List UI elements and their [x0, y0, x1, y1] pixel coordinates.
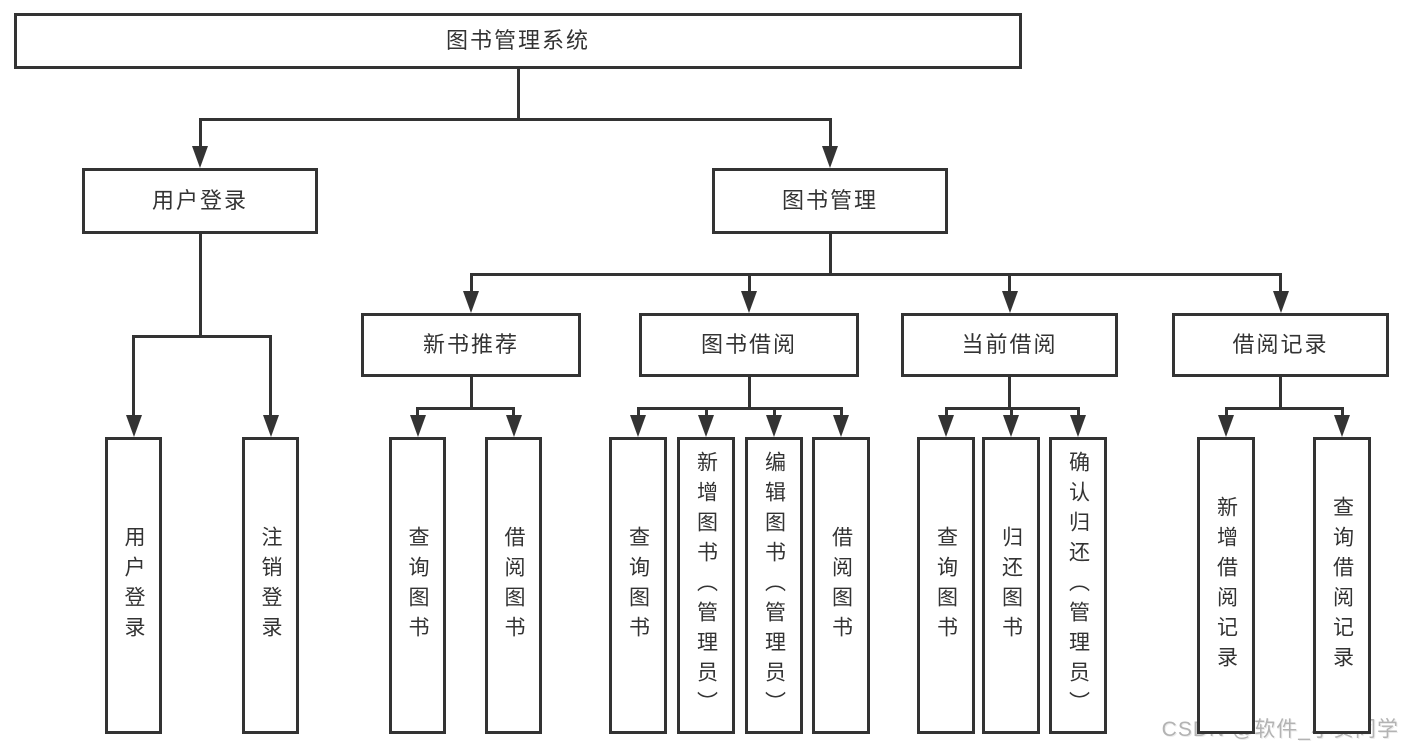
arrowhead-icon-book-borrow: [741, 291, 757, 313]
edge-bus-current-borrow: [944, 407, 1080, 410]
edge-trunk-book-mgmt: [828, 234, 832, 276]
node-v-logout: 注销登录: [242, 437, 299, 734]
edge-drop-v-user-login: [132, 338, 135, 419]
edge-trunk-user-login-group: [198, 234, 202, 338]
edge-drop-v-confirm-return: [1076, 410, 1080, 419]
node-v-confirm-return: 确认归还（管理员）: [1049, 437, 1107, 734]
node-v-query-book-2: 查询图书: [609, 437, 667, 734]
edge-drop-v-edit-book: [772, 410, 776, 419]
node-v-borrow-book-2: 借阅图书: [812, 437, 870, 734]
edge-bus-borrow-record: [1224, 407, 1344, 410]
edge-drop-v-borrow-book-1: [512, 410, 515, 419]
edge-bus-new-book-rec: [416, 407, 515, 410]
edge-drop-v-return-book: [1009, 410, 1013, 419]
edge-bus-book-mgmt: [469, 273, 1282, 276]
edge-trunk-new-book-rec: [469, 377, 473, 410]
edge-drop-v-add-borrow-record: [1224, 410, 1228, 419]
node-current-borrow: 当前借阅: [901, 313, 1118, 377]
arrowhead-icon-new-book-rec: [463, 291, 479, 313]
edge-bus-user-login-group: [132, 335, 272, 338]
arrowhead-icon-v-query-book-2: [630, 415, 646, 437]
arrowhead-icon-borrow-record: [1272, 291, 1289, 313]
edge-trunk-book-borrow: [747, 377, 751, 410]
node-v-borrow-book-1: 借阅图书: [485, 437, 542, 734]
node-user-login-group: 用户登录: [82, 168, 318, 234]
node-book-mgmt: 图书管理: [712, 168, 948, 234]
arrowhead-icon-v-query-book-3: [938, 415, 954, 437]
arrowhead-icon-v-query-book-1: [409, 415, 426, 437]
node-v-add-book: 新增图书（管理员）: [677, 437, 735, 734]
arrowhead-icon-v-add-book: [698, 415, 714, 437]
arrowhead-icon-v-edit-book: [766, 415, 782, 437]
node-book-borrow: 图书借阅: [639, 313, 859, 377]
arrowhead-icon-v-borrow-book-2: [833, 415, 849, 437]
arrowhead-icon-book-mgmt: [822, 146, 838, 168]
node-v-user-login: 用户登录: [105, 437, 162, 734]
node-v-query-borrow-record: 查询借阅记录: [1313, 437, 1371, 734]
arrowhead-icon-user-login-group: [192, 146, 208, 168]
edge-drop-v-add-book: [704, 410, 708, 419]
edge-drop-book-borrow: [747, 276, 751, 295]
arrowhead-icon-v-logout: [262, 415, 279, 437]
node-v-add-borrow-record: 新增借阅记录: [1197, 437, 1255, 734]
edge-trunk-root: [516, 69, 520, 121]
arrowhead-icon-v-add-borrow-record: [1218, 415, 1234, 437]
arrowhead-icon-v-confirm-return: [1070, 415, 1086, 437]
edge-drop-borrow-record: [1279, 276, 1282, 295]
arrowhead-icon-v-user-login: [125, 415, 142, 437]
edge-drop-v-query-borrow-record: [1340, 410, 1344, 419]
arrowhead-icon-current-borrow: [1001, 291, 1018, 313]
node-v-query-book-1: 查询图书: [389, 437, 446, 734]
edge-drop-v-borrow-book-2: [839, 410, 843, 419]
edge-bus-book-borrow: [636, 407, 843, 410]
edge-drop-v-query-book-1: [416, 410, 419, 419]
edge-drop-new-book-rec: [469, 276, 473, 295]
node-v-return-book: 归还图书: [982, 437, 1040, 734]
edge-drop-v-query-book-3: [944, 410, 948, 419]
edge-bus-root: [198, 118, 832, 121]
arrowhead-icon-v-borrow-book-1: [505, 415, 522, 437]
node-v-edit-book: 编辑图书（管理员）: [745, 437, 803, 734]
arrowhead-icon-v-return-book: [1003, 415, 1019, 437]
edge-drop-book-mgmt: [828, 121, 832, 150]
arrowhead-icon-v-query-borrow-record: [1334, 415, 1350, 437]
edge-drop-v-logout: [269, 338, 272, 419]
node-v-query-book-3: 查询图书: [917, 437, 975, 734]
edge-drop-v-query-book-2: [636, 410, 640, 419]
node-borrow-record: 借阅记录: [1172, 313, 1389, 377]
node-new-book-rec: 新书推荐: [361, 313, 581, 377]
edge-trunk-borrow-record: [1279, 377, 1282, 410]
edge-trunk-current-borrow: [1008, 377, 1011, 410]
edge-drop-current-borrow: [1008, 276, 1011, 295]
node-root: 图书管理系统: [14, 13, 1022, 69]
edge-drop-user-login-group: [198, 121, 202, 150]
